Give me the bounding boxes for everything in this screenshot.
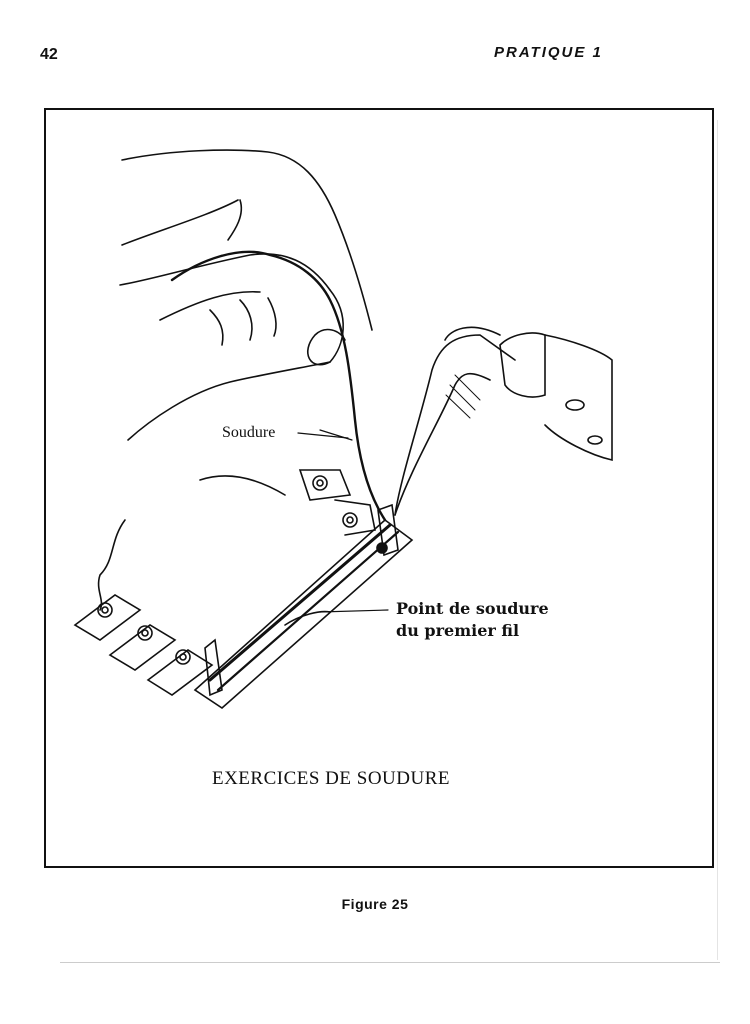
solder-wire (170, 250, 387, 522)
scan-edge (717, 120, 718, 960)
soldering-iron (394, 326, 613, 516)
label-solder-point-line1: Point de soudure (396, 599, 549, 618)
figure-title: EXERCICES DE SOUDURE (211, 768, 450, 789)
figure-caption: Figure 25 (341, 896, 409, 912)
label-solder: Soudure (222, 424, 276, 441)
label-solder-point-line2: du premier fil (396, 621, 520, 640)
label-solder-point: Point de soudure du premier fil (396, 598, 549, 642)
solder-lugs (73, 594, 214, 696)
figure-frame (44, 108, 714, 868)
hand-drawing (97, 149, 373, 611)
leader-solder (297, 432, 349, 439)
leader-solder-point (319, 609, 389, 613)
page-number: 42 (40, 46, 58, 63)
scan-edge-bottom (60, 962, 720, 963)
terminal-strip (193, 469, 414, 710)
running-head: PRATIQUE 1 (494, 44, 603, 61)
